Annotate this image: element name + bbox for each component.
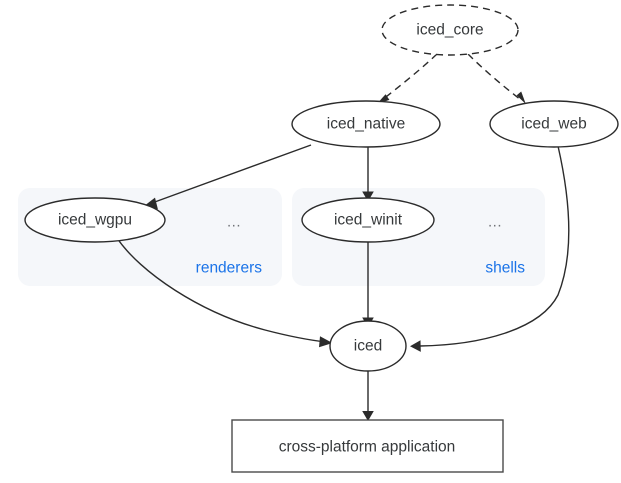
edge-iced-core-to-iced-web-arrow <box>516 91 526 104</box>
node-iced-label: iced <box>354 338 382 355</box>
node-application[interactable]: cross-platform application <box>231 419 504 473</box>
node-iced-wgpu-label: iced_wgpu <box>58 212 132 229</box>
edge-iced-to-application-arrow <box>362 411 374 421</box>
edge-iced-core-to-iced-native <box>376 53 438 105</box>
edge-iced-wgpu-to-iced-arrow <box>319 336 333 348</box>
node-iced-web-shape[interactable] <box>489 100 619 148</box>
cluster-shells-label: shells <box>485 260 525 277</box>
node-application-label: cross-platform application <box>279 439 456 456</box>
edge-iced-wgpu-to-iced <box>116 237 333 348</box>
node-iced-winit[interactable]: iced_winit <box>301 197 435 243</box>
node-iced[interactable]: iced <box>329 320 407 372</box>
edge-iced-native-to-iced-winit <box>362 147 374 202</box>
cluster-shells-ellipsis: ... <box>488 214 502 231</box>
node-iced-wgpu-shape[interactable] <box>24 197 166 243</box>
edge-iced-native-to-iced-winit-arrow <box>362 191 374 202</box>
edge-iced-web-to-iced-arrow <box>410 340 421 352</box>
node-iced-native-label: iced_native <box>327 116 405 133</box>
cluster-renderers-label: renderers <box>196 260 263 277</box>
node-iced-native[interactable]: iced_native <box>291 100 441 148</box>
node-iced-winit-label: iced_winit <box>334 212 403 229</box>
edge-iced-core-to-iced-web-line <box>467 53 522 101</box>
edge-iced-web-to-iced-line <box>419 145 570 347</box>
node-iced-wgpu[interactable]: iced_wgpu <box>24 197 166 243</box>
node-iced-web-label: iced_web <box>521 116 587 133</box>
node-iced-core-shape[interactable] <box>381 4 519 56</box>
node-iced-shape[interactable] <box>329 320 407 372</box>
edge-iced-web-to-iced <box>410 145 570 352</box>
edge-iced-native-to-iced-wgpu-line <box>151 144 312 204</box>
edge-iced-core-to-iced-web <box>467 53 526 104</box>
cluster-renderers-ellipsis: ... <box>227 214 241 231</box>
node-iced-winit-shape[interactable] <box>301 197 435 243</box>
node-iced-native-shape[interactable] <box>291 100 441 148</box>
node-iced-web[interactable]: iced_web <box>489 100 619 148</box>
edge-iced-to-application <box>362 371 374 421</box>
edge-iced-wgpu-to-iced-line <box>116 237 327 343</box>
edge-iced-core-to-iced-native-line <box>381 53 438 101</box>
node-application-shape[interactable] <box>231 419 504 473</box>
node-iced-core-label: iced_core <box>416 22 483 39</box>
node-iced-core[interactable]: iced_core <box>381 4 519 56</box>
